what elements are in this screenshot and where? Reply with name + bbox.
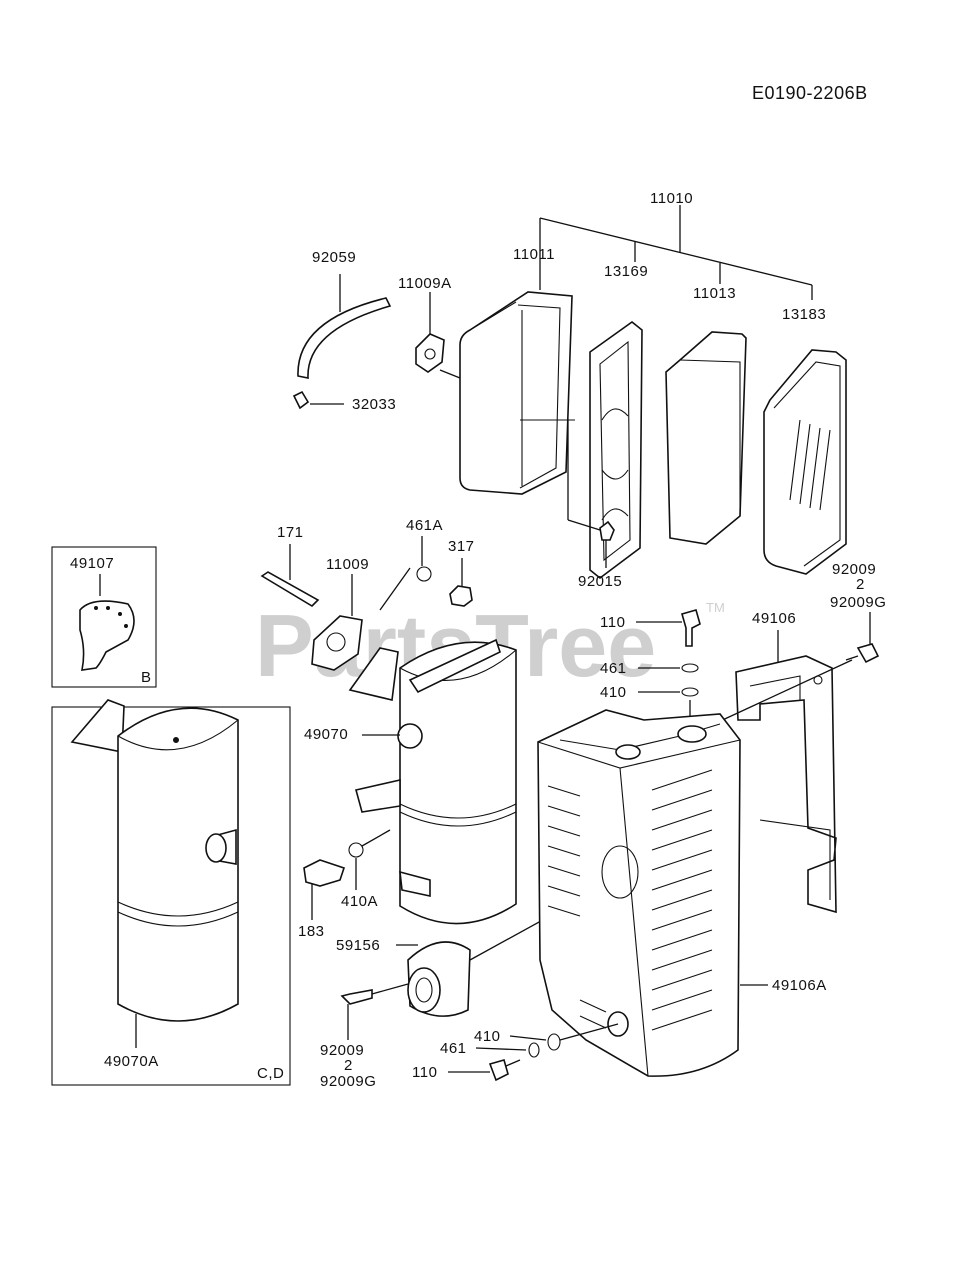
inset-b-frame [51, 546, 157, 688]
label-11009a: 11009A [398, 275, 452, 292]
hose-clip [292, 390, 310, 410]
label-49107: 49107 [70, 555, 114, 572]
muffler-49070 [348, 638, 517, 925]
label-92015: 92015 [578, 573, 622, 590]
label-11010: 11010 [650, 190, 693, 207]
label-11009: 11009 [326, 556, 369, 573]
washer-410-bottom [547, 1033, 561, 1051]
diagram-code: E0190-2206B [752, 83, 868, 103]
gasket-11009 [311, 615, 363, 671]
label-110-bottom: 110 [412, 1064, 437, 1081]
watermark-trademark: TM [706, 600, 725, 615]
muffler-cover-49106a [537, 709, 741, 1077]
label-92009g-top: 92009G [830, 594, 886, 611]
washer-410a [348, 842, 364, 858]
muffler-49070a [70, 699, 239, 1022]
washer-461-bottom [528, 1042, 540, 1058]
nut-317 [449, 585, 473, 607]
air-cleaner-cover [763, 349, 847, 575]
label-171: 171 [277, 524, 304, 541]
label-tilde-top: 2 [856, 576, 865, 593]
bolt-92009-top [845, 612, 880, 664]
label-11011: 11011 [513, 246, 555, 263]
exhaust-pipe-59156 [407, 941, 471, 1017]
label-92009-bottom: 92009 [320, 1042, 364, 1059]
label-13183: 13183 [782, 306, 826, 323]
label-317: 317 [448, 538, 475, 555]
label-110-top: 110 [600, 614, 625, 631]
label-49070a: 49070A [104, 1053, 159, 1070]
label-183: 183 [298, 923, 325, 940]
label-59156: 59156 [336, 937, 380, 954]
label-11013: 11013 [693, 285, 736, 302]
washer-461-top [681, 663, 699, 673]
nut-92015 [599, 520, 615, 541]
bolt-110-bottom [488, 1059, 509, 1082]
label-92009g-bottom: 92009G [320, 1073, 376, 1090]
label-49070: 49070 [304, 726, 348, 743]
breather-hose [297, 297, 392, 379]
label-461-bottom: 461 [440, 1040, 467, 1057]
washer-461a [416, 566, 432, 582]
air-filter-element [665, 331, 747, 545]
bolt-92009-bottom [340, 989, 373, 1005]
gasket-11009a [415, 333, 445, 373]
inset-b-tag: B [141, 669, 152, 686]
label-461a: 461A [406, 517, 443, 534]
label-461-top: 461 [600, 660, 627, 677]
air-cleaner-gasket [589, 320, 643, 580]
label-tilde-bottom: 2 [344, 1057, 353, 1074]
spark-arrester-49107 [79, 600, 135, 671]
label-92059: 92059 [312, 249, 356, 266]
label-410a: 410A [341, 893, 378, 910]
label-32033: 32033 [352, 396, 396, 413]
label-410-top: 410 [600, 684, 627, 701]
air-cleaner-base [459, 291, 575, 495]
muffler-side-cover-49106 [735, 655, 837, 914]
inset-cd-tag: C,D [257, 1065, 284, 1082]
label-410-bottom: 410 [474, 1028, 501, 1045]
label-92009-top: 92009 [832, 561, 876, 578]
washer-410-top [681, 687, 699, 697]
label-49106a: 49106A [772, 977, 827, 994]
bolt-183 [303, 859, 346, 887]
air-cleaner-bracket [539, 205, 813, 300]
label-49106: 49106 [752, 610, 796, 627]
label-13169: 13169 [604, 263, 648, 280]
bolt-110-top [681, 609, 701, 647]
stud-171 [260, 571, 320, 608]
inset-cd-frame [51, 706, 291, 1086]
